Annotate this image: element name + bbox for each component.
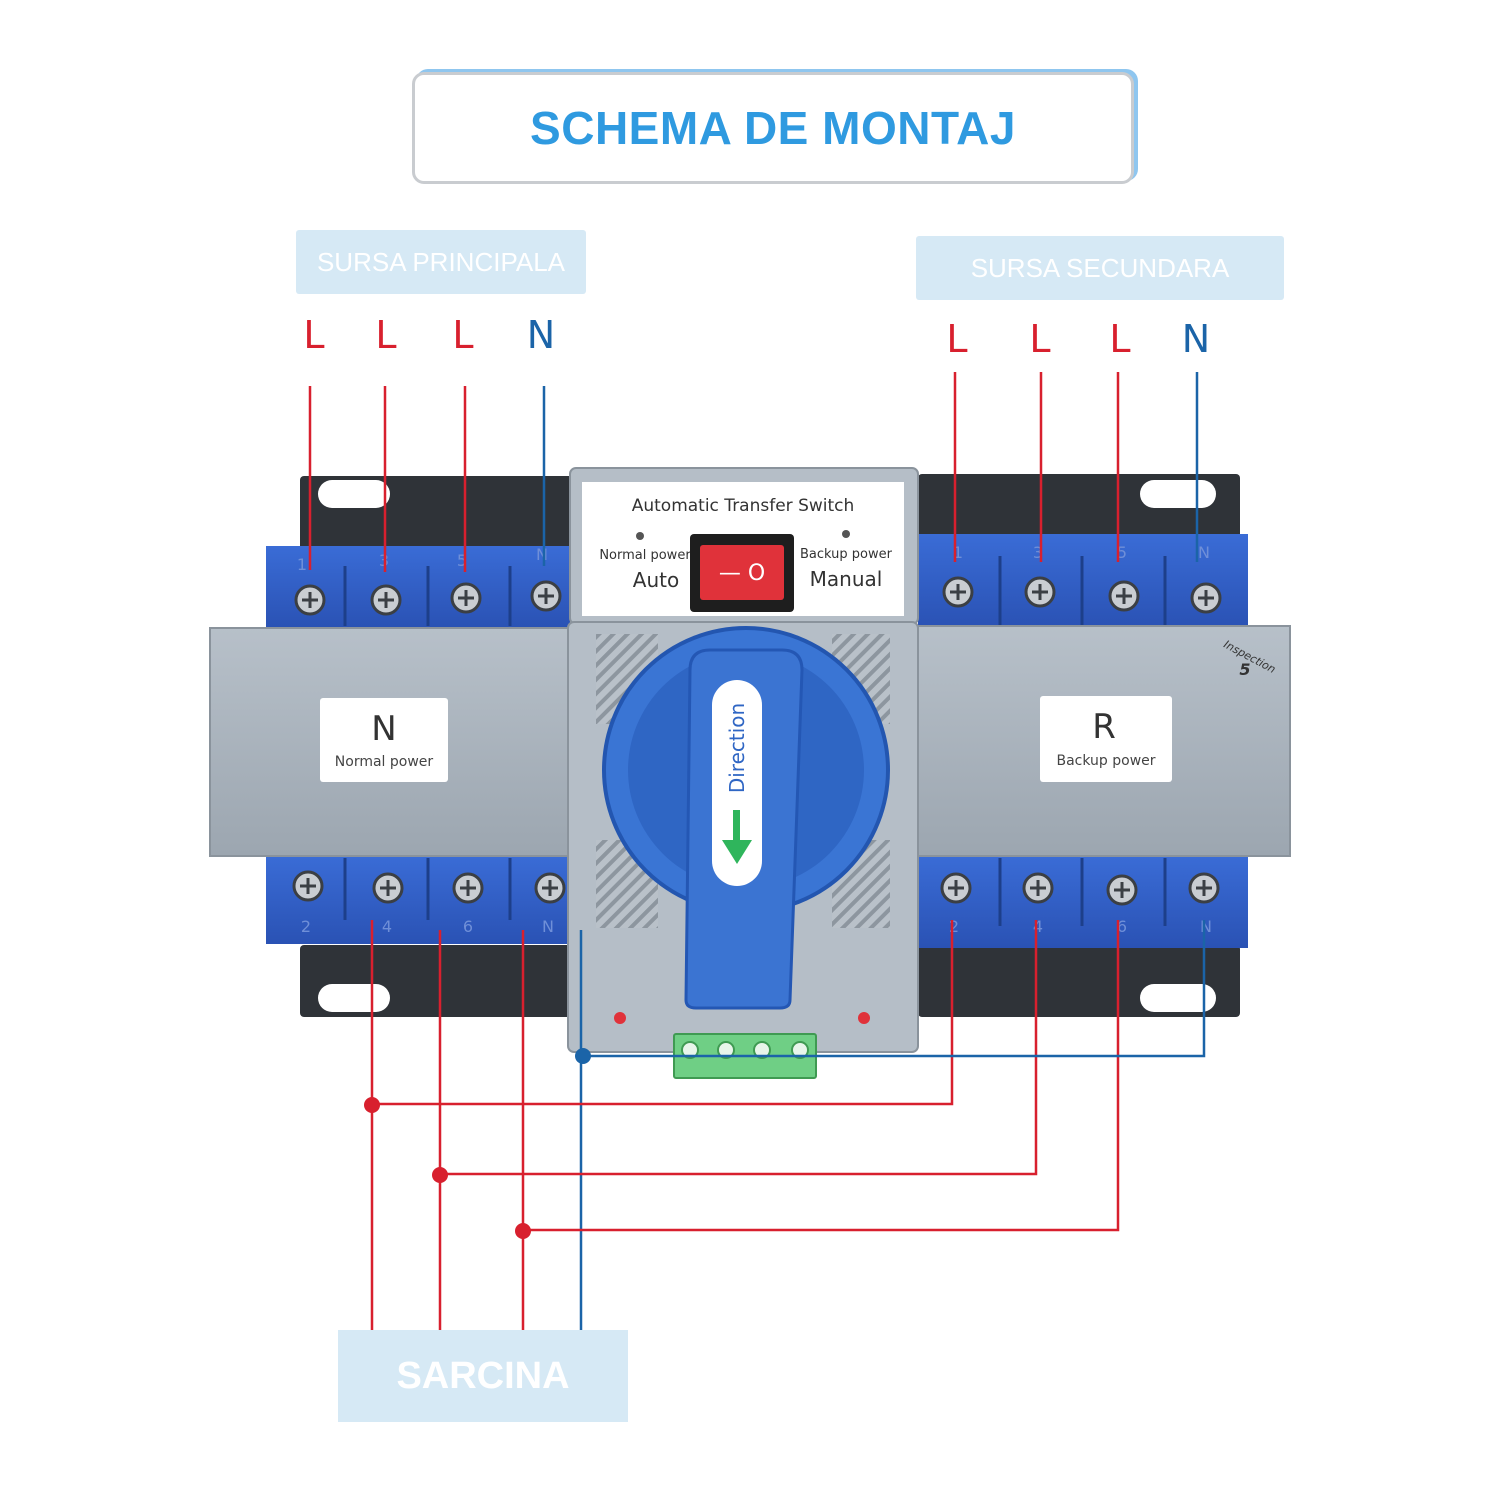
- secondary-n-output-wire: [581, 920, 1206, 1058]
- terminal-screw-icon: [372, 872, 404, 904]
- top-left-number-1: 1: [297, 555, 307, 574]
- wiring: [308, 372, 1206, 1330]
- terminal-screw-icon: [1024, 576, 1056, 608]
- top-right-number-5: 5: [1117, 543, 1127, 562]
- top-left-number-5: 5: [457, 551, 467, 570]
- secondary-l3-output-wire: [523, 920, 1120, 1232]
- handle-direction-label: Direction: [725, 703, 749, 793]
- normal-badge-letter: N: [371, 709, 396, 749]
- inspection-number: 5: [1239, 660, 1250, 679]
- lower-led-right: [858, 1012, 870, 1024]
- bottom-left-number-n: N: [542, 917, 554, 936]
- backup-power-indicator: Backup power: [800, 547, 893, 562]
- load-label: SARCINA: [396, 1354, 570, 1397]
- bottom-right-number-4: 4: [1033, 917, 1043, 936]
- secondary-terminal-l1: L: [946, 317, 967, 361]
- terminal-screw-icon: [1188, 872, 1220, 904]
- primary-source-label: SURSA PRINCIPALA: [316, 246, 566, 277]
- bottom-left-terminal-block: [266, 856, 570, 944]
- terminal-screw-icon: [292, 870, 324, 902]
- rocker-symbols: — O: [719, 561, 765, 586]
- terminal-screw-icon: [534, 872, 566, 904]
- bottom-right-number-6: 6: [1117, 917, 1127, 936]
- terminal-screw-icon: [294, 584, 326, 616]
- top-right-number-3: 3: [1033, 543, 1043, 562]
- primary-source-terminal-letters: L L L N: [303, 313, 555, 357]
- primary-terminal-l2: L: [375, 313, 396, 357]
- terminal-screw-icon: [370, 584, 402, 616]
- mode-rocker-switch[interactable]: — O: [690, 534, 794, 612]
- primary-terminal-l3: L: [452, 313, 473, 357]
- junction-n: [575, 1048, 591, 1064]
- primary-terminal-n: N: [527, 313, 555, 357]
- terminal-numbers: 1 3 5 N 2 4 6 N 1 3 5 N 2 4 6 N: [297, 543, 1212, 936]
- secondary-terminal-l3: L: [1109, 317, 1130, 361]
- terminal-screw-icon: [1190, 582, 1222, 614]
- terminal-screw-icon: [1022, 872, 1054, 904]
- rotary-handle[interactable]: Direction: [602, 626, 890, 1010]
- top-left-number-n: N: [536, 545, 548, 564]
- title-box: SCHEMA DE MONTAJ: [412, 72, 1134, 184]
- mount-slot-br: [1140, 984, 1216, 1012]
- lower-led-left: [614, 1012, 626, 1024]
- primary-terminal-l1: L: [303, 313, 324, 357]
- direction-arrow-shaft: [733, 810, 740, 842]
- normal-badge-text: Normal power: [335, 754, 434, 770]
- transfer-switch-device: 1 3 5 N 2 4 6 N 1 3 5 N 2 4 6 N N Normal…: [209, 467, 1291, 1079]
- load-label-box: SARCINA: [338, 1330, 628, 1422]
- mount-slot-tr: [1140, 480, 1216, 508]
- bottom-left-number-2: 2: [301, 917, 311, 936]
- top-right-number-1: 1: [953, 543, 963, 562]
- primary-source-label-box: SURSA PRINCIPALA: [296, 230, 586, 294]
- mount-slot-tl: [318, 480, 390, 508]
- terminal-screw-icon: [940, 872, 972, 904]
- terminal-screw-icon: [1106, 874, 1138, 906]
- terminal-screw-icon: [452, 872, 484, 904]
- backup-badge-text: Backup power: [1056, 753, 1155, 769]
- secondary-terminal-n: N: [1182, 317, 1210, 361]
- mode-manual-label: Manual: [810, 567, 883, 591]
- junction-l1: [364, 1097, 380, 1113]
- mount-slot-bl: [318, 984, 390, 1012]
- top-right-number-n: N: [1198, 543, 1210, 562]
- secondary-source-label: SURSA SECUNDARA: [970, 252, 1230, 283]
- secondary-source-terminal-letters: L L L N: [946, 317, 1210, 361]
- junction-l2: [432, 1167, 448, 1183]
- bottom-right-number-n: N: [1200, 917, 1212, 936]
- normal-power-badge: [320, 698, 448, 782]
- backup-badge-letter: R: [1092, 707, 1116, 747]
- terminal-screw-icon: [1108, 580, 1140, 612]
- terminal-screw-icon: [530, 580, 562, 612]
- direction-arrow-head: [722, 840, 752, 864]
- terminal-screws: [292, 576, 1222, 906]
- terminal-separators: [343, 556, 1167, 926]
- secondary-terminal-l2: L: [1029, 317, 1050, 361]
- mode-auto-label: Auto: [633, 568, 679, 592]
- backup-power-led: [842, 530, 850, 538]
- secondary-source-label-box: SURSA SECUNDARA: [916, 236, 1284, 300]
- secondary-l2-output-wire: [440, 920, 1038, 1176]
- page-title: SCHEMA DE MONTAJ: [530, 102, 1016, 154]
- bottom-right-number-2: 2: [949, 917, 959, 936]
- normal-power-indicator: Normal power: [599, 548, 691, 563]
- panel-title: Automatic Transfer Switch: [632, 496, 855, 516]
- junction-l3: [515, 1223, 531, 1239]
- bottom-left-number-4: 4: [382, 917, 392, 936]
- terminal-screw-icon: [450, 582, 482, 614]
- secondary-l1-output-wire: [372, 920, 954, 1106]
- backup-power-badge: [1040, 696, 1172, 782]
- terminal-screw-icon: [942, 576, 974, 608]
- bottom-left-number-6: 6: [463, 917, 473, 936]
- normal-power-led: [636, 532, 644, 540]
